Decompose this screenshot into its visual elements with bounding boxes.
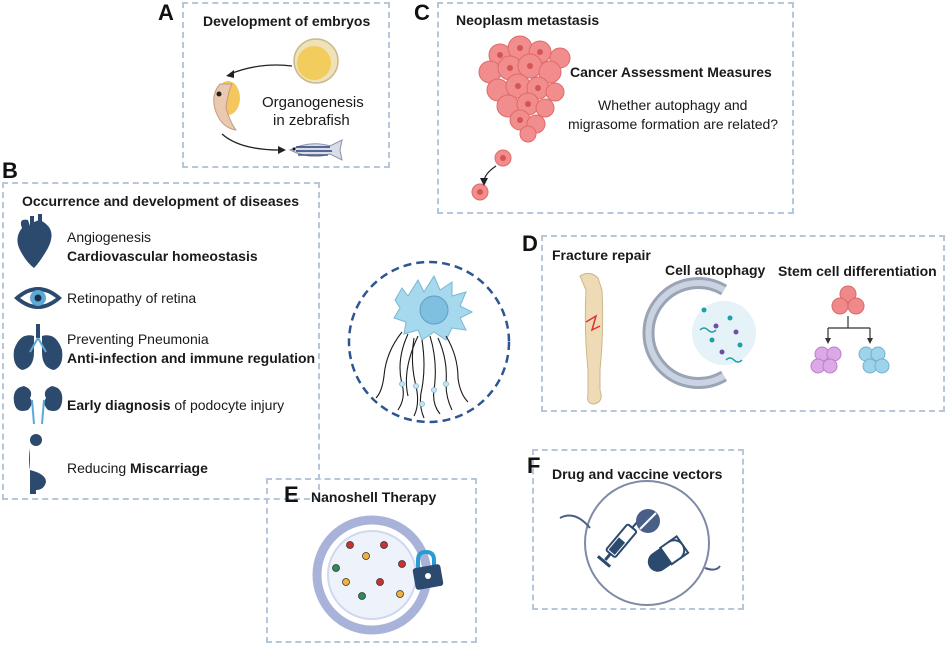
item-angiogenesis: Angiogenesis bbox=[67, 229, 152, 245]
panel-c-title: Neoplasm metastasis bbox=[456, 12, 600, 28]
panel-f-title: Drug and vaccine vectors bbox=[552, 466, 723, 482]
item-early-diagnosis: Early diagnosis of podocyte injury bbox=[67, 397, 284, 413]
panel-d bbox=[541, 235, 945, 412]
panel-f bbox=[532, 449, 744, 610]
panel-c-letter: C bbox=[414, 0, 430, 25]
item-miscarriage-bold: Miscarriage bbox=[130, 460, 208, 476]
item-early-diagnosis-bold: Early diagnosis bbox=[67, 397, 171, 413]
panel-a-caption-line2: in zebrafish bbox=[273, 112, 350, 129]
label-fracture-repair: Fracture repair bbox=[552, 247, 651, 263]
panel-c-subtitle: Cancer Assessment Measures bbox=[570, 64, 772, 80]
item-retinopathy: Retinopathy of retina bbox=[67, 290, 197, 306]
item-early-diagnosis-rest: of podocyte injury bbox=[170, 397, 285, 413]
panel-b bbox=[2, 182, 320, 500]
panel-e bbox=[266, 478, 477, 643]
item-reducing-miscarriage: Reducing Miscarriage bbox=[67, 460, 208, 476]
panel-a bbox=[182, 2, 390, 168]
panel-b-letter: B bbox=[2, 158, 18, 183]
panel-e-letter: E bbox=[284, 482, 299, 507]
panel-a-letter: A bbox=[158, 0, 174, 25]
panel-d-letter: D bbox=[522, 231, 538, 256]
label-stem-cell-differentiation: Stem cell differentiation bbox=[778, 263, 937, 279]
panel-e-title: Nanoshell Therapy bbox=[311, 489, 437, 505]
panel-f-letter: F bbox=[527, 453, 541, 478]
item-cardiovascular-homeostasis: Cardiovascular homeostasis bbox=[67, 248, 258, 264]
item-preventing-pneumonia: Preventing Pneumonia bbox=[67, 331, 209, 347]
panel-a-caption-line1: Organogenesis bbox=[262, 94, 364, 111]
item-reducing-plain: Reducing bbox=[67, 460, 131, 476]
item-anti-infection: Anti-infection and immune regulation bbox=[67, 350, 316, 366]
panel-a-title: Development of embryos bbox=[203, 13, 371, 29]
panel-c-question-line2: migrasome formation are related? bbox=[568, 116, 779, 132]
panel-b-title: Occurrence and development of diseases bbox=[22, 193, 299, 209]
panel-c bbox=[437, 2, 794, 214]
panel-c-question-line1: Whether autophagy and bbox=[598, 97, 748, 113]
label-cell-autophagy: Cell autophagy bbox=[665, 262, 766, 278]
